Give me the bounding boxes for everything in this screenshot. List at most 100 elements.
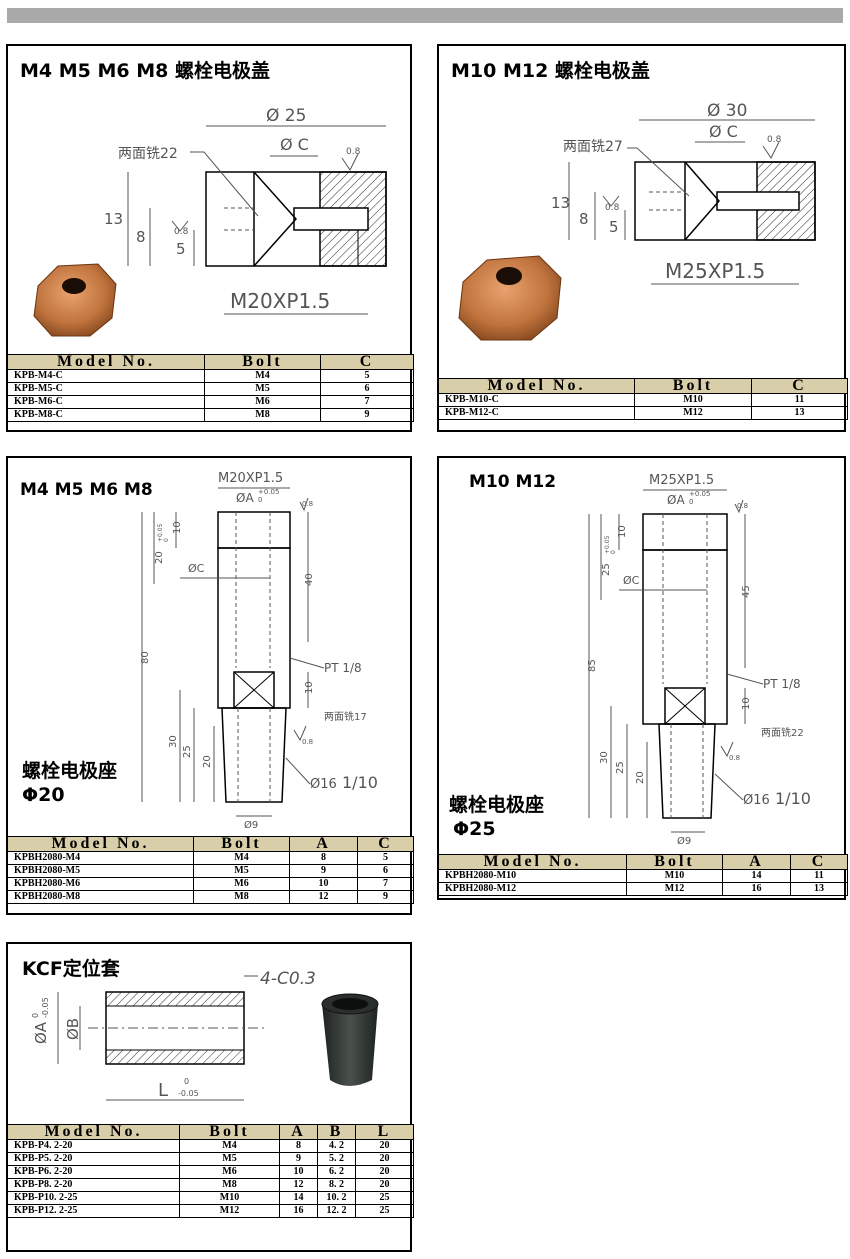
table-cell: M12 bbox=[634, 406, 752, 420]
cap-large-drawing: Ø 30 Ø C 两面铣27 13 8 5 0.8 0.8 M25XP1.5 bbox=[458, 101, 816, 341]
dim-h13: 13 bbox=[104, 210, 123, 228]
col-header: Model No. bbox=[7, 354, 205, 370]
dim-25-tol-lo: 0 bbox=[610, 550, 617, 554]
table-cell: KPB-M12-C bbox=[438, 406, 635, 420]
table-cell: 8. 2 bbox=[317, 1178, 356, 1192]
table-cell: KPBH2080-M10 bbox=[438, 869, 627, 883]
table-cell: 11 bbox=[790, 869, 848, 883]
table-cell: M10 bbox=[179, 1191, 280, 1205]
dim-db: ØB bbox=[64, 1018, 82, 1040]
dim-mill: 两面铣27 bbox=[563, 139, 623, 155]
col-header: Bolt bbox=[634, 378, 752, 394]
dim-40: 40 bbox=[304, 573, 315, 586]
table-cell: M12 bbox=[179, 1204, 280, 1218]
dim-taper: 1/10 bbox=[342, 773, 378, 792]
roughness-b: 0.8 bbox=[767, 135, 782, 145]
dim-25-tol-up: +0.05 bbox=[604, 535, 611, 554]
table-cell: M8 bbox=[193, 890, 290, 904]
col-header: C bbox=[790, 854, 848, 870]
table-cell: KPB-P6. 2-20 bbox=[7, 1165, 180, 1179]
table-cell: 5 bbox=[320, 369, 414, 383]
table-cell: 20 bbox=[355, 1139, 414, 1153]
sleeve-drawing: 4-C0.3 ØA 0 -0.05 ØB L 0 -0.05 bbox=[31, 969, 379, 1101]
col-header: C bbox=[320, 354, 414, 370]
table-cell: M5 bbox=[179, 1152, 280, 1166]
seat-large-drawing: M25XP1.5 ØA +0.05 0 0.8 10 25 +0.05 0 ØC… bbox=[587, 473, 811, 847]
col-header: Bolt bbox=[626, 854, 723, 870]
table-cell: 20 bbox=[355, 1178, 414, 1192]
seat-diameter: Φ20 bbox=[22, 784, 65, 806]
seat-caption: 螺栓电极座 bbox=[449, 794, 545, 816]
panel-title: M10 M12 bbox=[469, 472, 557, 492]
table-cell: KPB-P5. 2-20 bbox=[7, 1152, 180, 1166]
dim-h5: 5 bbox=[609, 218, 619, 236]
dim-mill: 两面铣22 bbox=[118, 146, 178, 162]
dim-da-tol-up: 0 bbox=[31, 1013, 40, 1018]
dim-mill: 两面铣17 bbox=[324, 710, 367, 723]
table-cell: 9 bbox=[289, 864, 358, 878]
table-cell: 16 bbox=[722, 882, 791, 896]
table-cell: 25 bbox=[355, 1191, 414, 1205]
table-row: Model No. Bolt C bbox=[438, 378, 848, 394]
table-cell: 13 bbox=[790, 882, 848, 896]
table-cell: 14 bbox=[722, 869, 791, 883]
table-cell: 12 bbox=[279, 1178, 318, 1192]
table-row: Model No. Bolt A C bbox=[438, 854, 848, 870]
seat-small-drawing: M20XP1.5 ØA +0.05 0 0.8 10 20 +0.05 0 ØC… bbox=[140, 471, 378, 831]
dim-l: L bbox=[158, 1080, 168, 1101]
seat-caption: 螺栓电极座 bbox=[22, 760, 118, 782]
table-cell: 9 bbox=[357, 890, 414, 904]
dim-da-tol-lo: -0.05 bbox=[41, 997, 50, 1018]
dim-thread: M20XP1.5 bbox=[218, 471, 283, 486]
table-cell: 20 bbox=[355, 1152, 414, 1166]
col-header: C bbox=[357, 836, 414, 852]
col-header: B bbox=[317, 1124, 356, 1140]
panel-title: KCF定位套 bbox=[22, 958, 120, 980]
table-cell: 5 bbox=[357, 851, 414, 865]
table-cell: 8 bbox=[279, 1139, 318, 1153]
table-row: Model No. Bolt A C bbox=[7, 836, 414, 852]
dim-d30: Ø 30 bbox=[707, 101, 747, 121]
table-cell: 6 bbox=[357, 864, 414, 878]
dim-da-tol-up: +0.05 bbox=[258, 488, 279, 496]
dim-30: 30 bbox=[599, 751, 610, 764]
dim-da-tol-up: +0.05 bbox=[689, 490, 710, 498]
dim-25: 25 bbox=[182, 745, 193, 758]
col-header: A bbox=[279, 1124, 318, 1140]
col-header: Bolt bbox=[193, 836, 290, 852]
panel-title: M10 M12 螺栓电极盖 bbox=[451, 60, 650, 82]
dim-da-tol-lo: 0 bbox=[258, 496, 262, 504]
table-cell: 16 bbox=[279, 1204, 318, 1218]
roughness-a: 0.8 bbox=[174, 227, 189, 237]
table-cell: 13 bbox=[751, 406, 848, 420]
dim-20: 20 bbox=[154, 551, 165, 564]
dim-chamfer: 4-C0.3 bbox=[260, 969, 316, 989]
dim-d16: Ø16 bbox=[310, 777, 337, 792]
col-header: C bbox=[751, 378, 848, 394]
table-cell: 12. 2 bbox=[317, 1204, 356, 1218]
dim-25b: 25 bbox=[615, 761, 626, 774]
cap-small-drawing: Ø 25 Ø C 两面铣22 13 8 5 0.8 0.8 M20XP1.5 bbox=[33, 106, 387, 337]
dim-20: 20 bbox=[635, 771, 646, 784]
table-cell: M4 bbox=[204, 369, 321, 383]
panel-cap-small: M4 M5 M6 M8 螺栓电极盖 Ø 25 Ø C 两面铣22 bbox=[6, 44, 414, 432]
table-cell: KPBH2080-M5 bbox=[7, 864, 194, 878]
col-header: A bbox=[289, 836, 358, 852]
table-cell: KPB-M6-C bbox=[7, 395, 205, 409]
table-cell: 6. 2 bbox=[317, 1165, 356, 1179]
panel-seat-large: M10 M12 螺栓电极座 Φ25 M25XP1.5 ØA +0.05 0 0.… bbox=[437, 456, 848, 900]
sleeve-photo bbox=[321, 993, 379, 1086]
col-header: Bolt bbox=[204, 354, 321, 370]
dim-d25: Ø 25 bbox=[266, 106, 306, 126]
dim-taper: 1/10 bbox=[775, 789, 811, 808]
